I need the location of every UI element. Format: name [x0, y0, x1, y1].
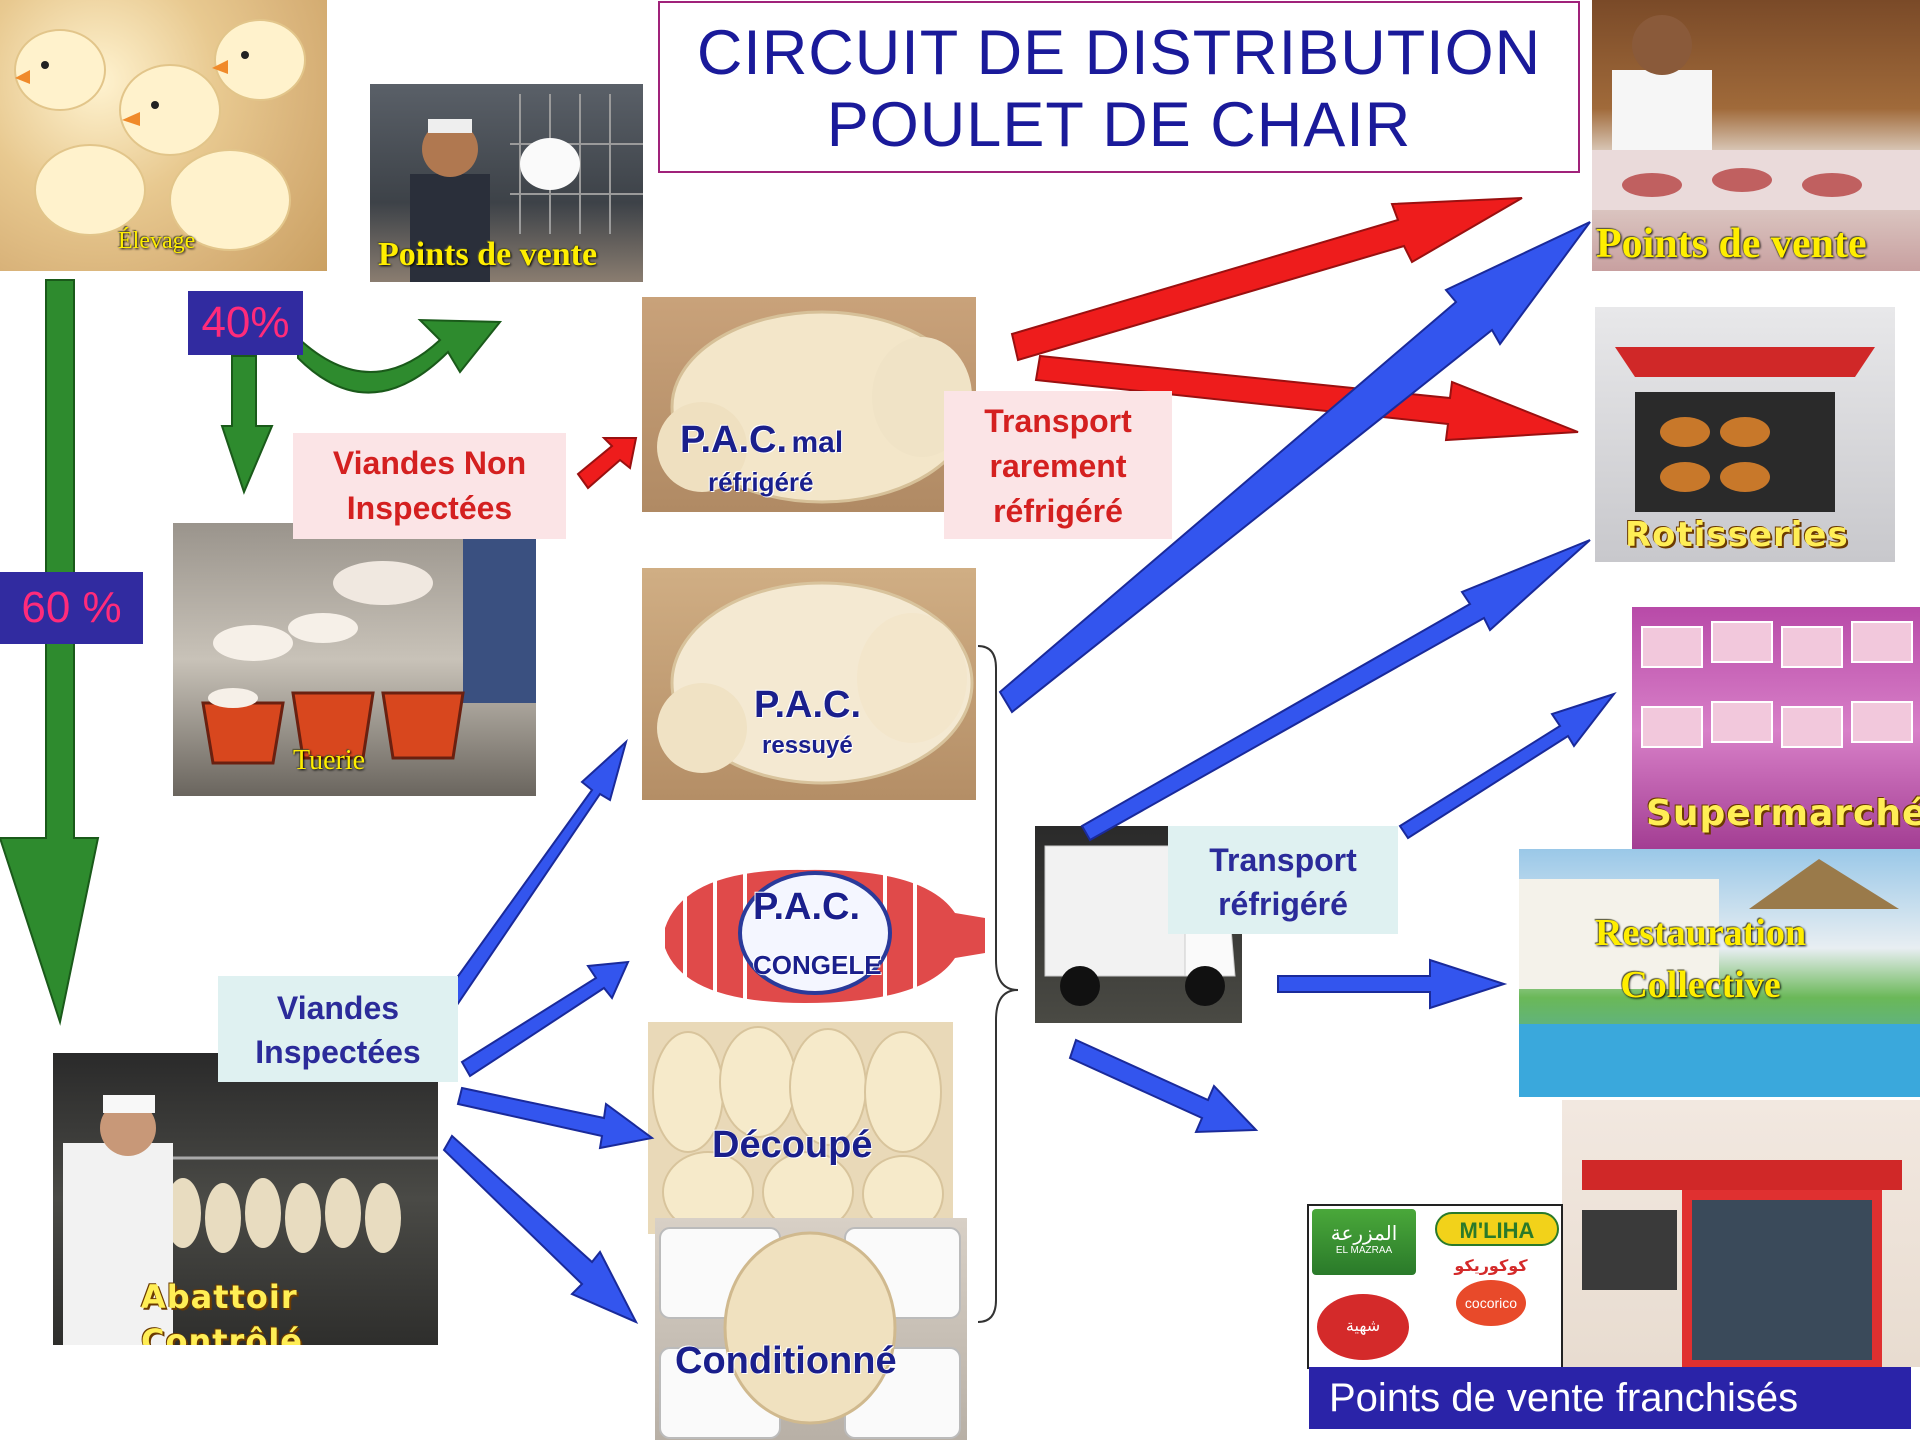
supermarche-caption: Supermarché: [1646, 793, 1920, 834]
blue-arrow-to-supermarche: [1398, 692, 1617, 840]
elevage-photo: Élevage: [0, 0, 327, 271]
points-vente-right-photo: Points de vente: [1592, 0, 1920, 271]
blue-arrow-to-decoupe: [456, 1086, 655, 1150]
pac-ressuye-main: P.A.C.: [754, 684, 862, 726]
pac-congele-sub: CONGELE: [753, 950, 882, 980]
points-vente-right-caption: Points de vente: [1596, 221, 1867, 267]
pac-mal-sub: réfrigéré: [708, 467, 814, 497]
vendor-illustration: [410, 94, 643, 282]
chicken-ressuye-illustration: [657, 581, 974, 785]
truck-photo: [1035, 826, 1242, 1023]
packaged-chicken-illustration: [659, 1227, 961, 1439]
chicks-illustration: [14, 19, 306, 251]
abattoir-caption-line1: Abattoir: [141, 1278, 298, 1316]
transport-rare-line1: Transport: [984, 403, 1132, 439]
el-mazraa-latin: EL MAZRAA: [1335, 1245, 1393, 1256]
tuerie-photo: Tuerie: [173, 523, 536, 796]
viandes-insp-line2: Inspectées: [255, 1034, 421, 1070]
conditionne-label: Conditionné: [675, 1340, 897, 1382]
blue-arrow-to-pac-congele: [460, 960, 630, 1078]
rotisseries-photo: Rotisseries: [1595, 307, 1895, 562]
abattoir-caption-line2: Contrôlé: [141, 1322, 303, 1345]
blue-arrow-to-points-vente-right: [998, 221, 1591, 714]
butcher-illustration: [1592, 15, 1920, 210]
red-arrow-to-points-vente: [1010, 197, 1523, 362]
franchise-shop-photo: [1562, 1100, 1920, 1367]
green-arrow-40-right: [297, 318, 503, 394]
blue-arrow-to-conditionne: [442, 1134, 639, 1325]
grouping-brace: [977, 645, 1019, 1323]
cocorico-logo: كوكوريكو cocorico: [1441, 1256, 1541, 1356]
pac-ressuye-photo: P.A.C. ressuyé: [642, 568, 976, 800]
pac-congele-photo: P.A.C. CONGELE: [655, 858, 995, 1013]
viandes-non-inspectees-label: Viandes Non Inspectées: [293, 433, 566, 539]
abattoir-photo: Abattoir Contrôlé: [53, 1053, 438, 1345]
percent-60: 60 %: [0, 572, 143, 644]
green-arrow-60: [0, 279, 100, 1026]
title-box: CIRCUIT DE DISTRIBUTION POULET DE CHAIR: [658, 1, 1580, 173]
cocorico-latin: cocorico: [1456, 1280, 1526, 1326]
decoupe-photo: Découpé: [648, 1022, 953, 1234]
blue-arrow-to-restauration: [1277, 958, 1508, 1010]
transport-ref-line1: Transport: [1209, 842, 1357, 878]
pac-mal-suffix: mal: [791, 426, 844, 459]
title-line-2: POULET DE CHAIR: [826, 90, 1412, 160]
decoupe-label: Découpé: [712, 1124, 873, 1166]
shop-front-illustration: [1582, 1160, 1902, 1367]
restauration-photo: Restauration Collective: [1519, 849, 1920, 1097]
frozen-bag-illustration: [665, 869, 985, 1003]
abattoir-caption: Abattoir Contrôlé: [141, 1275, 303, 1345]
brand-logos: المزرعة EL MAZRAA M'LIHA شهية كوكوريكو c…: [1307, 1204, 1563, 1369]
mliha-logo: M'LIHA: [1435, 1212, 1559, 1246]
pac-congele-main: P.A.C.: [753, 886, 861, 928]
restauration-caption-line1: Restauration: [1595, 912, 1807, 954]
el-mazraa-logo: المزرعة EL MAZRAA: [1312, 1209, 1416, 1275]
pac-mal-label: P.A.C. mal: [680, 419, 843, 462]
pool-illustration: [1519, 859, 1920, 1097]
transport-refrigere-label: Transport réfrigéré: [1168, 826, 1398, 934]
chahia-logo: شهية: [1317, 1294, 1409, 1360]
green-arrow-40-down: [220, 355, 274, 495]
transport-rarement-label: Transport rarement réfrigéré: [944, 391, 1172, 539]
tuerie-caption: Tuerie: [293, 745, 366, 776]
transport-rare-line3: réfrigéré: [993, 493, 1123, 529]
viandes-insp-line1: Viandes: [276, 990, 400, 1026]
el-mazraa-arabic: المزرعة: [1330, 1221, 1398, 1245]
viandes-non-line1: Viandes Non: [332, 445, 527, 481]
pac-mal-photo: P.A.C. mal réfrigéré: [642, 297, 976, 512]
tuerie-illustration: [201, 523, 536, 765]
blue-arrow-to-rotisseries: [1080, 539, 1591, 842]
restauration-caption: Restauration Collective: [1595, 907, 1806, 1011]
pac-mal-main: P.A.C.: [680, 419, 788, 461]
blue-arrow-to-franchise: [1068, 1038, 1259, 1134]
conditionne-photo: Conditionné: [655, 1218, 967, 1440]
blue-arrow-to-pac-ressuye: [426, 738, 628, 1032]
supermarche-photo: Supermarché: [1632, 607, 1920, 855]
drumsticks-illustration: [652, 1026, 944, 1233]
transport-rare-line2: rarement: [989, 448, 1127, 484]
supermarket-shelf-illustration: [1641, 621, 1913, 748]
rotisseries-caption: Rotisseries: [1625, 515, 1849, 555]
percent-40: 40%: [188, 291, 303, 355]
rotisserie-illustration: [1615, 347, 1875, 512]
points-vente-left-photo: Points de vente: [370, 84, 643, 282]
viandes-non-line2: Inspectées: [346, 490, 513, 526]
title-line-1: CIRCUIT DE DISTRIBUTION: [696, 18, 1542, 88]
pac-ressuye-sub: ressuyé: [762, 732, 853, 759]
transport-ref-line2: réfrigéré: [1218, 886, 1348, 922]
elevage-caption: Élevage: [118, 228, 196, 254]
restauration-caption-line2: Collective: [1620, 964, 1781, 1006]
abattoir-illustration: [63, 1095, 438, 1345]
cocorico-arabic: كوكوريكو: [1454, 1258, 1528, 1275]
viandes-inspectees-label: Viandes Inspectées: [218, 976, 458, 1082]
points-vente-left-caption: Points de vente: [378, 236, 598, 273]
red-arrow-to-rotisseries: [1034, 354, 1579, 442]
franchise-label: Points de vente franchisés: [1309, 1367, 1911, 1429]
red-arrow-to-pac-mal: [576, 437, 638, 490]
